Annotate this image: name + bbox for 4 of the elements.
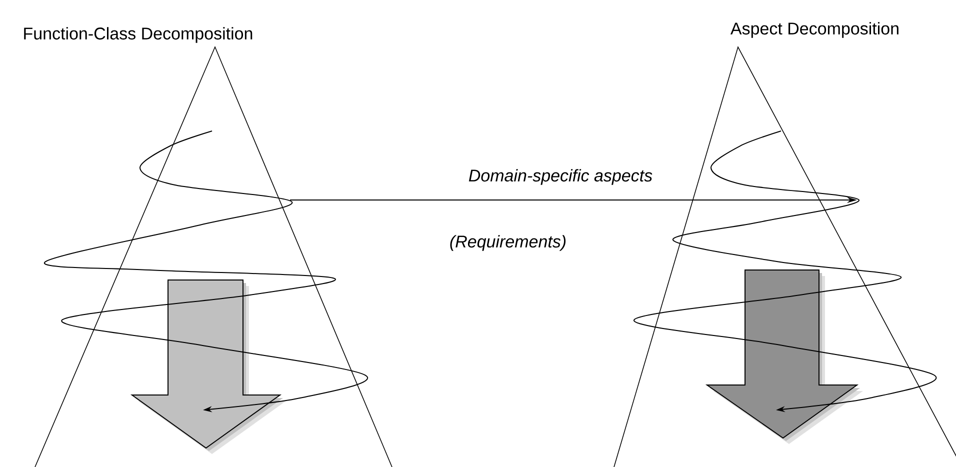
edge-label: Domain-specific aspects bbox=[468, 169, 652, 185]
title: Function-Class Decomposition bbox=[24, 27, 252, 43]
title: Aspect Decomposition bbox=[730, 22, 898, 38]
note-label: (Requirements) bbox=[450, 235, 566, 251]
